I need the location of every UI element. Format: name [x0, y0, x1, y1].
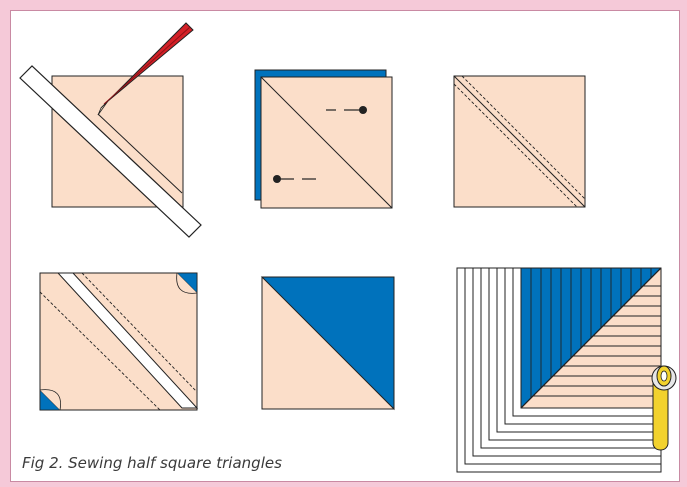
diagonal-line	[260, 76, 393, 209]
ruler-icon	[56, 272, 199, 409]
seam-lines-icon	[39, 272, 198, 411]
pencil-icon	[97, 22, 194, 116]
step-5-half-square-triangle	[260, 276, 395, 411]
pin-icon	[273, 175, 316, 183]
figure-caption: Fig 2. Sewing half square triangles	[22, 454, 282, 472]
step-1-mark-diagonal	[19, 22, 202, 238]
step-3-sew-seams	[453, 75, 586, 208]
pin-icon	[326, 106, 367, 114]
seam-lines-icon	[453, 75, 586, 208]
step-2-pin-squares	[254, 69, 393, 209]
diagonal-line	[453, 75, 586, 208]
rotary-cutter-icon	[651, 365, 677, 451]
fabric-square	[51, 75, 184, 208]
step-4-cut-apart	[39, 272, 199, 411]
ruler-icon	[19, 65, 202, 238]
pencil-line	[97, 113, 183, 194]
strip-lines	[533, 285, 661, 397]
step-6-stacked-squares	[456, 267, 677, 473]
